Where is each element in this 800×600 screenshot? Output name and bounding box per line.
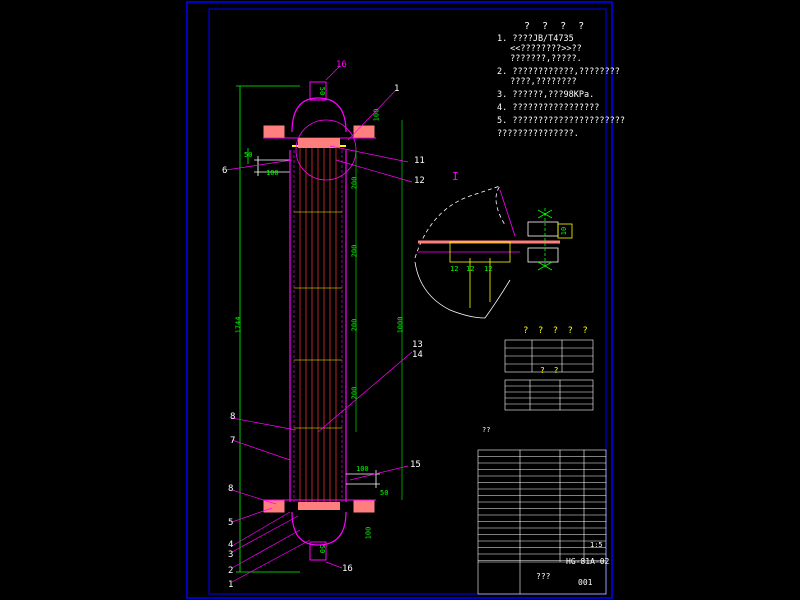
detail-view <box>414 185 573 319</box>
dim-text: 50 <box>244 151 253 159</box>
dim-text: 200 <box>350 318 359 332</box>
part-number: 11 <box>414 156 425 166</box>
note-line: ???????,?????. <box>505 54 582 64</box>
detail-dim: 12 <box>484 265 493 273</box>
note-line: ????,???????? <box>505 77 577 87</box>
upper-left-nozzle <box>254 156 290 176</box>
parts-list <box>477 449 607 595</box>
dim-text: 50 <box>318 86 327 96</box>
outer-frame <box>186 1 613 599</box>
scale: 1:5 <box>590 541 603 549</box>
part-number: 12 <box>414 176 425 186</box>
part-number: 1 <box>228 580 234 590</box>
drawing-number: HG-81A-02 <box>566 557 610 566</box>
dim-text: 200 <box>350 176 359 190</box>
dim-text: 50 <box>380 489 389 497</box>
small-label: ?? <box>482 426 491 434</box>
part-number: 16 <box>342 564 353 574</box>
dim-text: 200 <box>350 386 359 400</box>
tech-table-heading: ? ? ? ? ? <box>523 326 590 336</box>
note-line: 3. ??????,???98KPa. <box>497 90 595 100</box>
shell <box>289 150 347 502</box>
nozzle-table-heading: ? ? <box>540 366 561 375</box>
detail-dim: 12 <box>466 265 475 273</box>
part-number: 4 <box>228 540 234 550</box>
dim-text: 100 <box>372 108 381 122</box>
drawing-name: ??? <box>536 572 551 581</box>
part-number: 2 <box>228 566 234 576</box>
tube-bundle <box>299 148 337 502</box>
part-number: 15 <box>410 460 421 470</box>
note-line: 1. ????JB/T4735 <box>497 34 574 44</box>
detail-dim: 10 <box>560 226 569 236</box>
dim-text: 100 <box>266 169 279 177</box>
part-number: 7 <box>230 436 236 446</box>
dim-text: 100 <box>364 526 373 540</box>
dim-text: 100 <box>356 465 369 473</box>
dim-text: 50 <box>318 544 327 554</box>
tech-table <box>504 339 594 373</box>
leader-lines <box>225 65 413 583</box>
top-head <box>263 81 376 181</box>
part-number: 8 <box>228 484 234 494</box>
inner-frame <box>208 8 607 595</box>
note-line: ???????????????. <box>497 129 579 139</box>
spacing-dims <box>355 120 403 500</box>
part-number: 8 <box>230 412 236 422</box>
nozzle-table <box>504 379 594 411</box>
note-line: 2. ????????????,???????? <box>497 67 620 77</box>
dim-text: 1000 <box>396 316 405 334</box>
overall-dimension <box>236 85 300 573</box>
detail-label: I <box>452 170 459 183</box>
part-number: 5 <box>228 518 234 528</box>
part-number: 6 <box>222 166 228 176</box>
part-number: 13 <box>412 340 423 350</box>
detail-dim: 12 <box>450 265 459 273</box>
sheet-number: 001 <box>578 578 593 587</box>
part-number: 16 <box>336 60 347 70</box>
part-number: 3 <box>228 550 234 560</box>
note-line: 5. ?????????????????????? <box>497 116 625 126</box>
dim-text: 1744 <box>234 316 243 334</box>
part-number: 14 <box>412 350 423 360</box>
dim-text: 200 <box>350 244 359 258</box>
note-line: 4. ????????????????? <box>497 103 600 113</box>
notes-heading: ? ? ? ? <box>524 21 588 32</box>
part-number: 1 <box>394 84 400 94</box>
note-line: <<????????>>?? <box>505 44 582 54</box>
baffles <box>294 211 342 429</box>
bottom-head <box>263 499 376 561</box>
